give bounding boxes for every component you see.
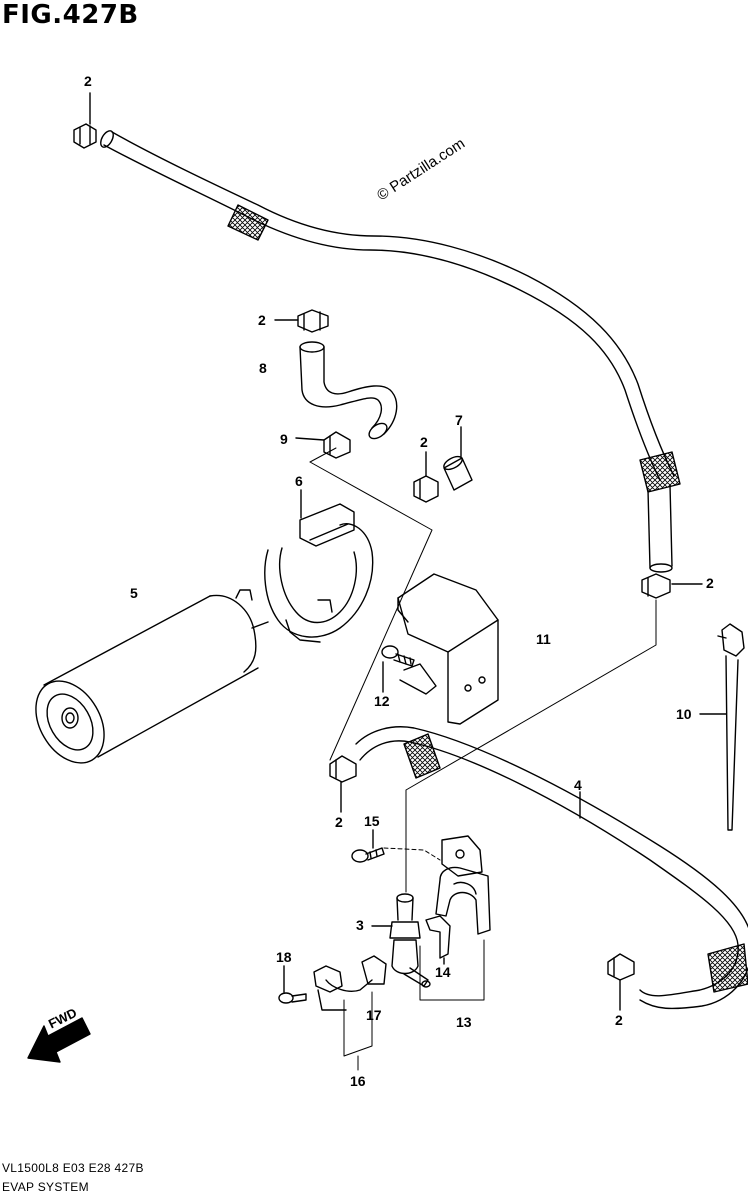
bolt-part-15 xyxy=(351,829,441,863)
callout-label: 2 xyxy=(258,312,266,328)
callout-label: 13 xyxy=(456,1014,472,1030)
hose-lower-part-4 xyxy=(355,726,748,1010)
diagram-code: VL1500L8 E03 E28 427B xyxy=(2,1161,144,1175)
callout-13-bracket xyxy=(419,939,485,1001)
callout-label: 5 xyxy=(130,585,138,601)
clamp-lower-right xyxy=(607,953,635,981)
callout-label: 18 xyxy=(276,949,292,965)
callout-label: 16 xyxy=(350,1073,366,1089)
callout-label: 17 xyxy=(366,1007,382,1023)
fwd-arrow-icon xyxy=(27,1017,91,1063)
callout-label: 2 xyxy=(84,73,92,89)
callout-label: 10 xyxy=(676,706,692,722)
connector-part-7 xyxy=(443,455,473,491)
callout-label: 3 xyxy=(356,917,364,933)
callout-label: 14 xyxy=(435,964,451,980)
holder-part-6 xyxy=(264,489,374,643)
callout-label: 15 xyxy=(364,813,380,829)
clip-part-17 xyxy=(361,955,387,985)
clamp-upper-right xyxy=(641,573,671,599)
callout-label: 4 xyxy=(574,777,582,793)
callout-label: 2 xyxy=(420,434,428,450)
bolt-part-12 xyxy=(381,645,415,693)
callout-label: 11 xyxy=(536,631,551,647)
callout-label: 8 xyxy=(259,360,267,376)
clamp-part-9 xyxy=(323,431,351,459)
valve-part-3 xyxy=(371,893,431,988)
hose-upper xyxy=(100,130,681,573)
clamp-upper-small xyxy=(297,309,329,333)
callout-label: 2 xyxy=(335,814,343,830)
canister-part-5 xyxy=(35,589,269,764)
screw-part-18 xyxy=(278,965,307,1004)
callout-16-bracket xyxy=(343,991,373,1071)
callout-label: 12 xyxy=(374,693,390,709)
callout-label: 6 xyxy=(295,473,303,489)
callout-label: 2 xyxy=(706,575,714,591)
callout-label: 7 xyxy=(455,412,463,428)
clip-part-14 xyxy=(425,915,451,965)
clamp-lower-left xyxy=(329,755,357,783)
callout-label: 9 xyxy=(280,431,288,447)
hose-small-part-8 xyxy=(299,341,398,440)
clamp-top-left xyxy=(73,123,97,149)
callout-label: 2 xyxy=(615,1012,623,1028)
bracket-part-16 xyxy=(313,965,373,1011)
bracket-part-11 xyxy=(397,573,499,725)
bracket-part-13 xyxy=(435,835,491,935)
reference-lines xyxy=(309,447,657,893)
figure-title: FIG.427B xyxy=(2,0,139,30)
clamp-mid xyxy=(413,475,439,503)
cable-tie-part-10 xyxy=(699,623,745,831)
diagram-subtitle: EVAP SYSTEM xyxy=(2,1180,89,1194)
